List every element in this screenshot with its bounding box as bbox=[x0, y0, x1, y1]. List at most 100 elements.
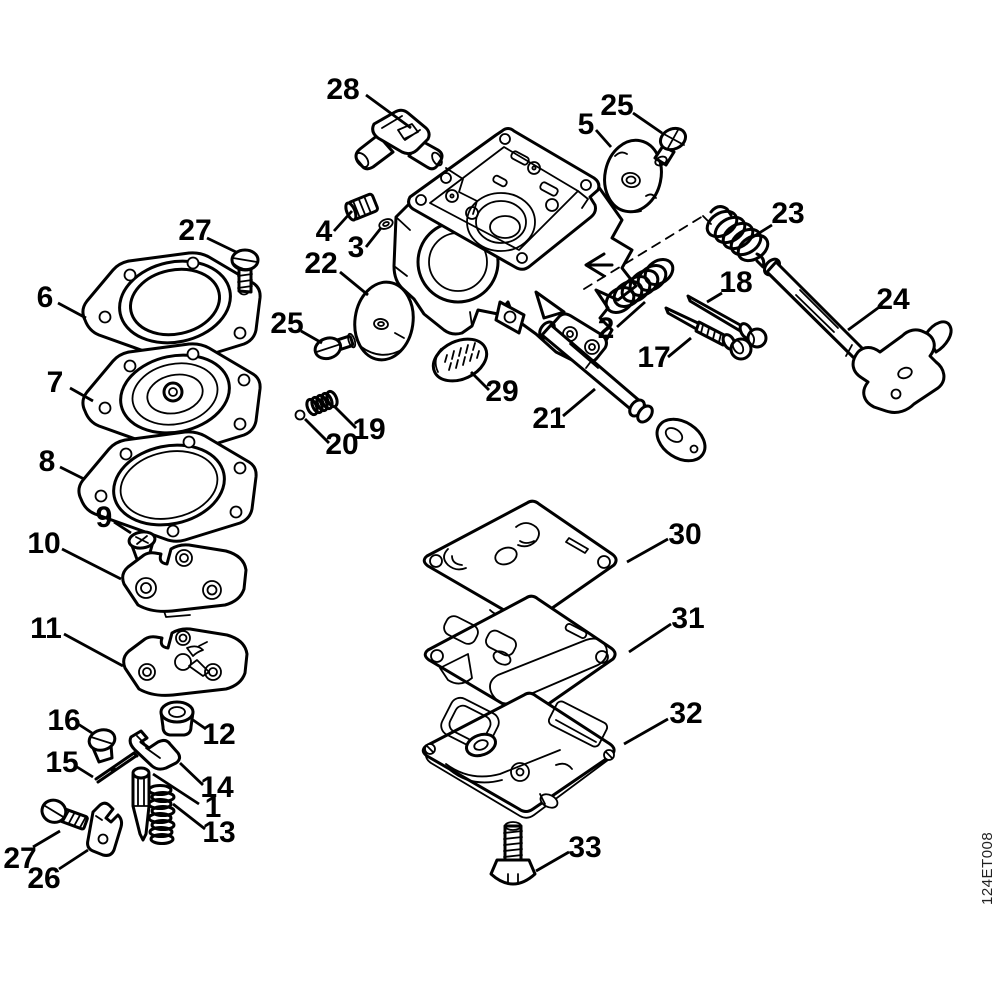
part-26-fork-clip bbox=[86, 801, 124, 857]
assembly-axis-dashed-line bbox=[583, 215, 704, 290]
leader-19 bbox=[334, 406, 357, 429]
callout-26: 26 bbox=[27, 862, 60, 895]
leader-17 bbox=[667, 336, 692, 359]
leader-22 bbox=[339, 270, 369, 297]
part-25-top-screw bbox=[653, 126, 688, 167]
part-21-choke-shaft bbox=[538, 320, 707, 463]
part-16-screw bbox=[87, 728, 117, 764]
callout-3: 3 bbox=[348, 231, 365, 264]
part-27-bottom-screw bbox=[40, 798, 89, 831]
part-1-inlet-needle bbox=[131, 766, 151, 842]
callout-32: 32 bbox=[669, 697, 702, 730]
leader-25-top bbox=[632, 111, 663, 135]
leader-14 bbox=[179, 761, 204, 787]
leader-27-bottom bbox=[32, 829, 61, 849]
part-15-pin bbox=[94, 751, 139, 784]
part-20-ring bbox=[294, 409, 306, 421]
leader-3 bbox=[364, 227, 383, 248]
callout-21: 21 bbox=[532, 402, 565, 435]
callout-2: 2 bbox=[598, 312, 615, 345]
callout-18: 18 bbox=[719, 266, 752, 299]
part-28-elbow-connector bbox=[354, 108, 444, 171]
leader-20 bbox=[304, 418, 330, 444]
part-14-metering-lever bbox=[128, 729, 182, 771]
callout-5: 5 bbox=[578, 108, 595, 141]
leader-26 bbox=[58, 848, 89, 871]
leader-6 bbox=[57, 301, 87, 320]
part-10-plate bbox=[121, 543, 248, 618]
leader-16 bbox=[77, 722, 93, 735]
leader-lines bbox=[32, 93, 879, 873]
callout-9: 9 bbox=[96, 501, 113, 534]
part-32-pump-body bbox=[421, 691, 616, 819]
callout-27-bottom: 27 bbox=[3, 842, 36, 875]
callout-10: 10 bbox=[27, 527, 60, 560]
callout-6: 6 bbox=[37, 281, 54, 314]
callout-16: 16 bbox=[47, 704, 80, 737]
leader-13 bbox=[172, 802, 206, 831]
callout-7: 7 bbox=[47, 366, 64, 399]
callout-24: 24 bbox=[876, 283, 910, 316]
part-17-adjusting-screw bbox=[664, 306, 753, 361]
callout-1: 1 bbox=[205, 791, 222, 824]
leader-2 bbox=[616, 300, 646, 329]
callout-20: 20 bbox=[325, 428, 358, 461]
leader-32 bbox=[623, 717, 669, 746]
part-3-ring bbox=[378, 218, 394, 230]
leader-33 bbox=[535, 850, 570, 873]
callout-4: 4 bbox=[316, 215, 333, 248]
leader-27-top bbox=[206, 236, 237, 254]
leader-8 bbox=[59, 465, 85, 481]
callout-19: 19 bbox=[352, 413, 385, 446]
callout-22: 22 bbox=[304, 247, 337, 280]
callout-17: 17 bbox=[637, 341, 670, 374]
part-29-inlet-screen bbox=[431, 337, 489, 383]
callout-33: 33 bbox=[568, 831, 601, 864]
leader-15 bbox=[76, 765, 94, 779]
callout-8: 8 bbox=[39, 445, 56, 478]
part-carburetor-body bbox=[392, 127, 638, 364]
part-23-spring bbox=[705, 205, 770, 269]
callout-15: 15 bbox=[45, 746, 78, 779]
part-2-springs bbox=[604, 258, 675, 314]
callout-12: 12 bbox=[202, 718, 235, 751]
part-12-bushing bbox=[159, 700, 195, 737]
callout-28: 28 bbox=[326, 73, 359, 106]
leader-18 bbox=[706, 291, 723, 304]
part-19-spring bbox=[305, 389, 339, 417]
callout-13: 13 bbox=[202, 816, 235, 849]
part-18-jet-needle bbox=[686, 294, 768, 349]
callout-23: 23 bbox=[771, 197, 804, 230]
part-5-choke-disc bbox=[603, 138, 663, 214]
part-24-throttle-shaft bbox=[763, 257, 953, 414]
part-22-throttle-disc bbox=[353, 280, 415, 362]
part-27-top-screw bbox=[230, 248, 260, 294]
leader-30 bbox=[626, 537, 669, 564]
part-11-plate-with-lever bbox=[122, 627, 249, 697]
callout-25-left: 25 bbox=[270, 307, 303, 340]
leader-11 bbox=[63, 632, 124, 668]
leader-24 bbox=[847, 306, 879, 332]
leader-12 bbox=[192, 718, 207, 731]
leader-28 bbox=[365, 93, 412, 130]
leader-9 bbox=[113, 520, 132, 535]
part-8-gasket bbox=[77, 430, 258, 543]
callout-25-top: 25 bbox=[600, 89, 633, 122]
callout-29: 29 bbox=[485, 375, 518, 408]
leader-31 bbox=[628, 622, 672, 654]
callout-31: 31 bbox=[671, 602, 704, 635]
leader-7 bbox=[69, 386, 94, 403]
part-13-spring bbox=[147, 784, 176, 845]
part-4-plug bbox=[344, 192, 379, 222]
leader-25-left bbox=[300, 329, 323, 345]
callout-30: 30 bbox=[668, 518, 701, 551]
part-25-left-screw bbox=[313, 332, 357, 361]
leader-4 bbox=[332, 210, 354, 232]
leader-1 bbox=[152, 772, 200, 806]
callout-11: 11 bbox=[30, 612, 62, 645]
drawing-code: 124ET008 bbox=[979, 832, 996, 905]
callout-27-top: 27 bbox=[178, 214, 211, 247]
leader-21 bbox=[562, 387, 596, 418]
